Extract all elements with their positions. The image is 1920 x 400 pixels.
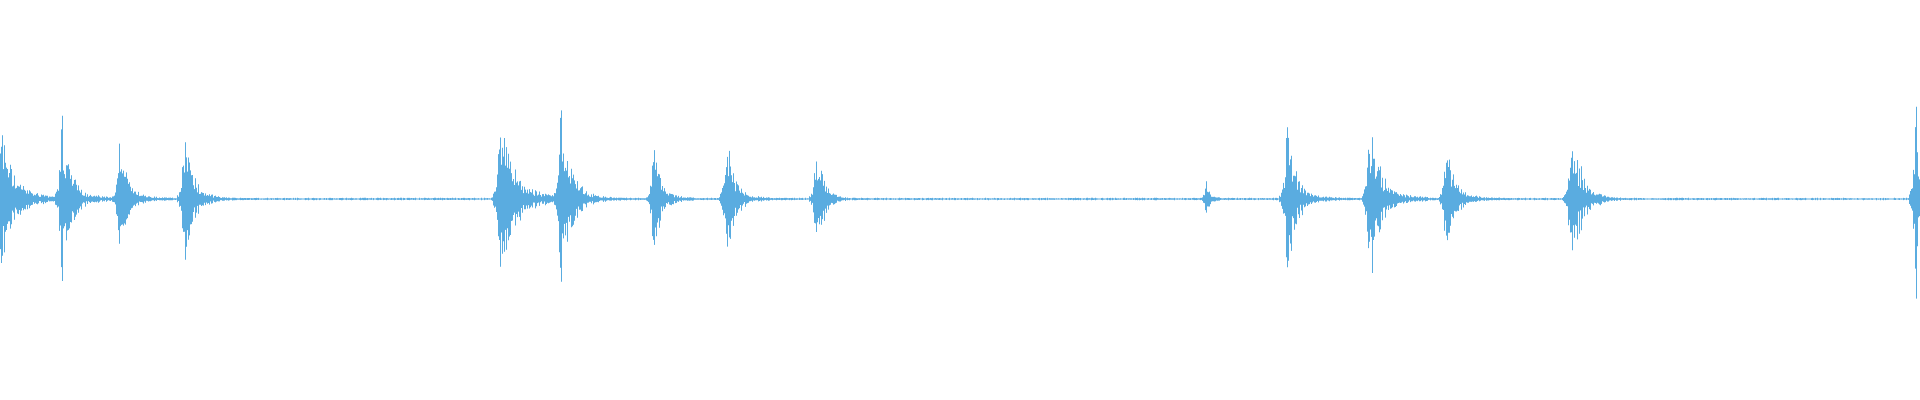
waveform-trace — [0, 106, 1920, 299]
waveform-samples — [0, 106, 1920, 299]
